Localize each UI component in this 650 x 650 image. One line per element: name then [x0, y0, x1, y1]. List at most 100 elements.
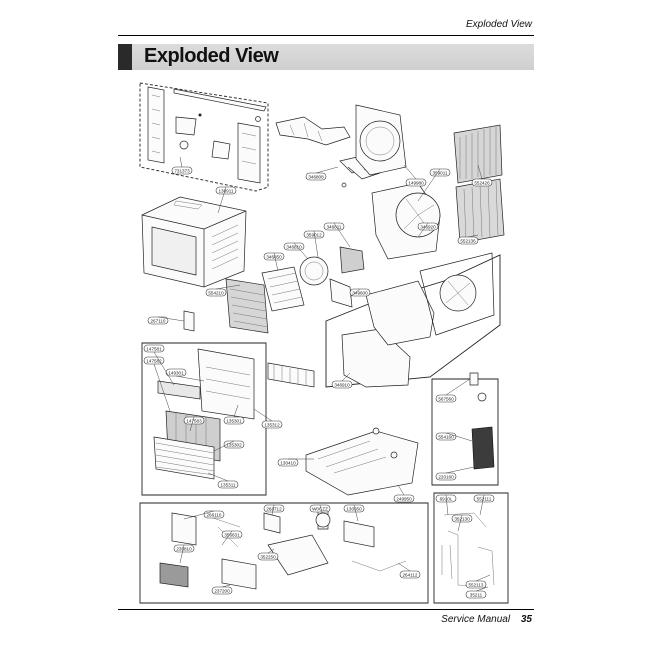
svg-text:554160: 554160 [438, 434, 454, 439]
part-label-237200: 237200 [211, 586, 233, 595]
svg-text:268712: 268712 [266, 506, 282, 511]
compressor [471, 426, 495, 470]
svg-text:135312: 135312 [264, 422, 280, 427]
svg-text:264112: 264112 [403, 572, 418, 577]
fan-motor [339, 246, 365, 274]
part-label-147581: 147581 [143, 344, 165, 353]
svg-text:130911: 130911 [219, 188, 234, 193]
part-label-135312: 135312 [261, 420, 283, 429]
part-label-552113: 552113 [465, 580, 487, 589]
exploded-view-diagram: 731373 130911 346808 149980 359011 55242… [139, 82, 509, 604]
svg-text:249950: 249950 [396, 496, 412, 501]
part-label-149301: 149301 [165, 368, 187, 377]
svg-text:237200: 237200 [214, 588, 230, 593]
part-label-147582: 147582 [143, 356, 165, 365]
part-label-130550: 130550 [343, 504, 365, 513]
svg-text:359012: 359012 [306, 232, 322, 237]
part-label-552426: 552426 [471, 178, 493, 187]
front-panel [197, 348, 255, 420]
part-label-554160: 554160 [435, 432, 457, 441]
part-label-346920: 346920 [417, 222, 439, 231]
svg-text:554210: 554210 [208, 290, 224, 295]
svg-text:135311: 135311 [221, 482, 236, 487]
footer-rule [118, 609, 534, 610]
side-panel-left [147, 86, 165, 164]
part-label-149980: 149980 [405, 178, 427, 187]
part-label-346910: 346910 [331, 380, 353, 389]
part-label-266110: 266110 [203, 510, 225, 519]
part-label-552136: 552136 [457, 236, 479, 245]
title-marker-block [118, 44, 132, 70]
side-panel-right [237, 122, 261, 184]
air-guide-upper [275, 116, 351, 146]
svg-text:147582: 147582 [146, 358, 162, 363]
part-label-346850: 346850 [263, 252, 285, 261]
section-title: Exploded View [144, 45, 279, 67]
part-label-35211: 35211 [465, 590, 487, 599]
part-label-130911: 130911 [215, 186, 237, 195]
svg-text:346808: 346808 [308, 174, 324, 179]
part-label-249950: 249950 [393, 494, 415, 503]
louver-assembly [267, 362, 315, 388]
part-label-147583: 147583 [183, 416, 205, 425]
svg-text:356631: 356631 [224, 532, 240, 537]
svg-text:130550: 130550 [346, 506, 362, 511]
group-frame-front-grille [141, 342, 267, 496]
part-label-352250: 352250 [257, 552, 279, 561]
svg-text:220160: 220160 [438, 474, 454, 479]
part-label-346811: 346811 [323, 222, 345, 231]
part-label-346808: 346808 [305, 172, 327, 181]
part-label-356631: 356631 [221, 530, 243, 539]
group-frame-electrical [139, 502, 429, 604]
svg-text:552136: 552136 [460, 238, 476, 243]
svg-text:147583: 147583 [186, 418, 202, 423]
svg-text:346850: 346850 [266, 254, 282, 259]
svg-text:552111: 552111 [477, 496, 492, 501]
svg-text:135301: 135301 [226, 418, 242, 423]
svg-text:266110: 266110 [207, 512, 222, 517]
page-footer: Service Manual 35 [441, 614, 532, 625]
svg-text:552426: 552426 [474, 180, 490, 185]
part-label-135301: 135301 [223, 416, 245, 425]
part-label-567560: 567560 [435, 394, 457, 403]
svg-text:731373: 731373 [174, 168, 190, 173]
part-label-346810: 346810 [283, 242, 305, 251]
svg-text:267110: 267110 [151, 318, 166, 323]
svg-text:567560: 567560 [438, 396, 454, 401]
header-rule [118, 35, 534, 36]
part-label-130410: 130410 [277, 458, 299, 467]
group-frame-tubing [433, 492, 509, 604]
svg-text:346920: 346920 [420, 224, 436, 229]
evaporator-coil [225, 278, 269, 334]
part-label-W0CZZ: W0CZZ [309, 504, 331, 513]
svg-text:552113: 552113 [469, 582, 484, 587]
section-title-bar: Exploded View [118, 44, 534, 70]
svg-text:149980: 149980 [408, 180, 424, 185]
remote-control [183, 310, 195, 332]
part-label-352130: 352130 [451, 514, 473, 523]
svg-text:352250: 352250 [260, 554, 276, 559]
part-label-135311: 135311 [217, 480, 239, 489]
svg-text:235810: 235810 [176, 546, 192, 551]
part-label-264112: 264112 [399, 570, 421, 579]
svg-text:147581: 147581 [146, 346, 162, 351]
part-label-349600: 349600 [349, 288, 371, 297]
svg-text:349600: 349600 [352, 290, 368, 295]
svg-text:346810: 346810 [286, 244, 302, 249]
svg-text:352130: 352130 [454, 516, 470, 521]
svg-text:W0CZZ: W0CZZ [312, 506, 328, 511]
part-label-220160: 220160 [435, 472, 457, 481]
svg-text:359011: 359011 [433, 170, 448, 175]
running-head: Exploded View [466, 19, 532, 30]
part-label-235810: 235810 [173, 544, 195, 553]
part-label-731373: 731373 [171, 166, 193, 175]
part-label-554210: 554210 [205, 288, 227, 297]
base-pan [305, 430, 419, 496]
svg-text:149301: 149301 [168, 370, 184, 375]
blower-wheel [299, 256, 329, 286]
svg-text:346910: 346910 [334, 382, 350, 387]
footer-label: Service Manual [441, 614, 511, 625]
page-number: 35 [520, 614, 532, 625]
svg-text:130410: 130410 [280, 460, 296, 465]
svg-text:346811: 346811 [327, 224, 342, 229]
